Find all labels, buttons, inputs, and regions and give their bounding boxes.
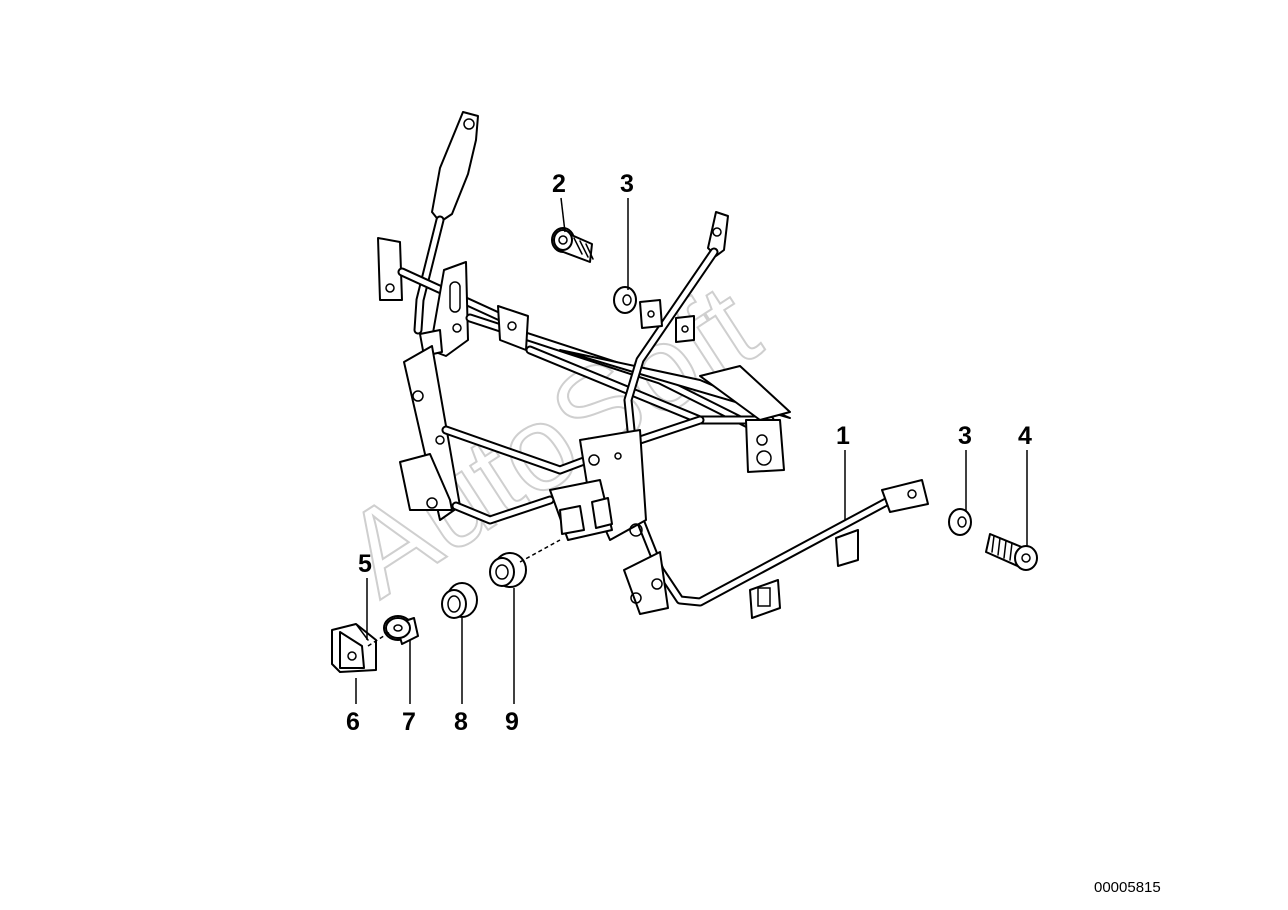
washer-part-3-right — [948, 508, 972, 536]
callout-3-upper: 3 — [620, 170, 634, 198]
callout-3-right: 3 — [958, 422, 972, 450]
grommet-part-9 — [489, 552, 527, 588]
grommet-part-8 — [441, 582, 478, 619]
leader-lines — [355, 197, 1028, 704]
bush-part-7 — [383, 615, 419, 645]
screw-part-4 — [985, 533, 1038, 571]
callout-6: 6 — [346, 708, 360, 736]
document-id: 00005815 — [1094, 879, 1161, 896]
washer-part-3-upper — [613, 286, 637, 314]
callout-labels: 1 2 3 3 4 5 6 7 8 9 — [346, 170, 1032, 736]
clip-nut-part-6 — [331, 623, 377, 673]
callout-5: 5 — [358, 550, 372, 578]
callout-4: 4 — [1018, 422, 1032, 450]
callout-9: 9 — [505, 708, 519, 736]
watermark-text: AutoSoft — [321, 259, 780, 622]
callout-7: 7 — [402, 708, 416, 736]
callout-1: 1 — [836, 422, 850, 450]
screw-part-2 — [551, 227, 594, 263]
callout-2: 2 — [552, 170, 566, 198]
callout-8: 8 — [454, 708, 468, 736]
frame-bracket-drawing — [377, 111, 929, 619]
